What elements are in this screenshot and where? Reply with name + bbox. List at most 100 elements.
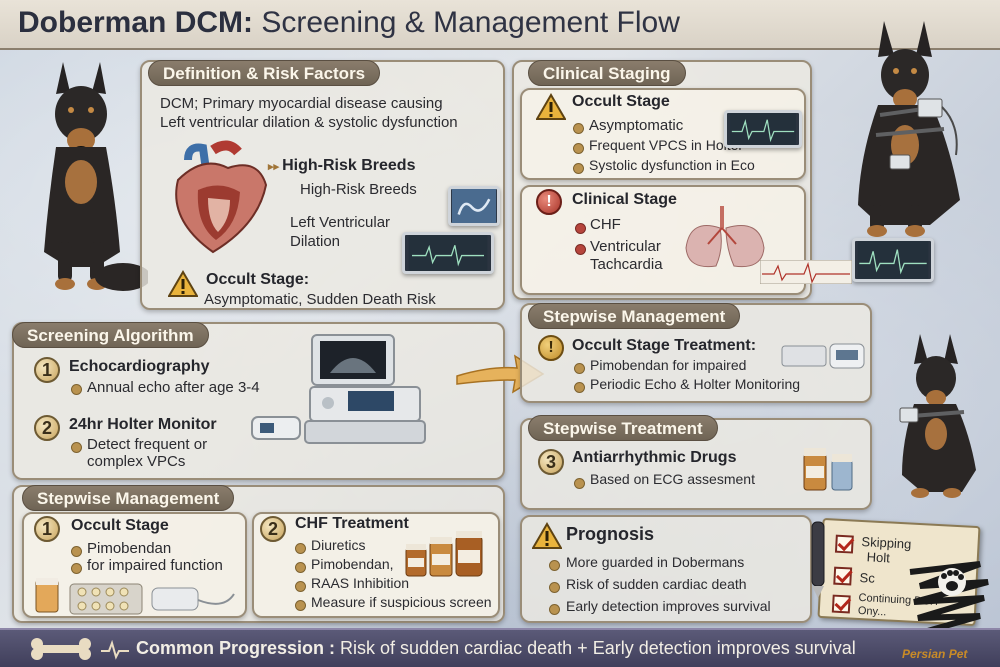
screening-panel (12, 322, 505, 480)
stepwise-management-right-header: Stepwise Management (528, 303, 741, 329)
footer-body: Risk of sudden cardiac death + Early det… (335, 638, 856, 658)
checklist-line-5: Ony... (857, 604, 887, 619)
staging-occult-heading: Occult Stage (572, 93, 670, 110)
prognosis-item-2: Risk of sudden cardiac death (566, 576, 747, 592)
step-number-badge: 1 (34, 357, 60, 383)
watermark-scribble-logo (909, 561, 989, 635)
alert-circle-icon: ! (536, 189, 562, 215)
occult-treatment-item-2: Periodic Echo & Holter Monitoring (590, 376, 801, 392)
step-number-badge: 2 (34, 415, 60, 441)
bullet-dot (72, 564, 81, 573)
pimobendan-item-line-2: for impaired function (87, 557, 223, 574)
stepwise-treatment-header: Stepwise Treatment (528, 415, 718, 441)
occult-treatment-heading: Occult Stage Treatment: (572, 337, 757, 354)
occult-stage-heading: Occult Stage: (206, 271, 310, 288)
echocardiography-heading: Echocardiography (69, 358, 210, 375)
footer-text: Common Progression : Risk of sudden card… (136, 638, 856, 659)
clinical-staging-header: Clinical Staging (528, 60, 686, 86)
footer-bar: Common Progression : Risk of sudden card… (0, 628, 1000, 667)
chf-treatment-heading: CHF Treatment (295, 515, 409, 532)
watermark-text: Persian Pet (902, 647, 968, 661)
bullet-dot (574, 144, 583, 153)
bullet-dot (296, 582, 305, 591)
ultrasound-machine-illustration (251, 334, 426, 444)
antiarrhythmic-heading: Antiarrhythmic Drugs (572, 449, 737, 466)
doberman-harness-illustration (899, 334, 976, 498)
step-number-badge: 3 (538, 449, 564, 475)
antiarrhythmic-item: Based on ECG assesment (590, 471, 755, 487)
bullet-dot (575, 383, 584, 392)
bullet-dot (574, 164, 583, 173)
bullet-dot (575, 479, 584, 488)
chf-item-3: RAAS Inhibition (311, 575, 410, 591)
checkbox-checked-icon (834, 534, 854, 554)
footer-separator: : (329, 638, 336, 658)
checklist-line-2: Holt (866, 549, 891, 566)
stepwise-management-left-header: Stepwise Management (22, 485, 235, 511)
occult-stage-sub: Asymptomatic, Sudden Death Risk (204, 291, 436, 308)
bullet-dot (72, 547, 81, 556)
chevron-right-icon: ▸▸ (268, 161, 283, 173)
page-title: Doberman DCM: Screening & Management Flo… (18, 6, 680, 40)
high-risk-breeds-sub: High-Risk Breeds (300, 181, 417, 198)
step-number-badge: 2 (260, 516, 286, 542)
lungs-illustration (685, 206, 765, 268)
staging-occult-item-2: Frequent VPCS in Holter (589, 137, 744, 153)
bullet-dot (72, 385, 81, 394)
bullet-dot (550, 583, 559, 592)
high-risk-breeds-heading-text: High-Risk Breeds (282, 157, 416, 174)
definition-line-1: DCM; Primary myocardial disease causing (160, 95, 443, 112)
clinical-stage-heading: Clinical Stage (572, 191, 677, 208)
holter-ecg-screen (724, 110, 802, 148)
warning-triangle-icon (536, 93, 566, 120)
bullet-dot (296, 601, 305, 610)
pimobendan-item-line-1: Pimobendan (87, 540, 172, 557)
pill-pack-illustration (781, 343, 865, 369)
page-title-bold: Doberman DCM: (18, 6, 254, 39)
page-title-rest: Screening & Management Flow (253, 6, 680, 39)
title-bar: Doberman DCM: Screening & Management Flo… (0, 0, 1000, 50)
occult-stage-mgmt-heading: Occult Stage (71, 517, 169, 534)
definition-panel-header: Definition & Risk Factors (148, 60, 381, 86)
medicine-bottles-illustration (405, 531, 483, 577)
drug-vials-illustration (803, 448, 853, 491)
occult-treatment-item-1: Pimobendan for impaired (590, 357, 747, 373)
bullet-dot (72, 443, 81, 452)
prognosis-item-3: Early detection improves survival (566, 598, 771, 614)
holter-item-line-1: Detect frequent or (87, 436, 208, 453)
xray-screen (448, 186, 500, 226)
checkbox-checked-icon (831, 594, 851, 614)
bullet-dot (576, 224, 585, 233)
staging-occult-item-3: Systolic dysfunction in Eco (589, 157, 755, 173)
bullet-dot (575, 364, 584, 373)
chf-item-2: Pimobendan, (311, 556, 394, 572)
doberman-holter-vest-illustration (858, 21, 960, 237)
heart-illustration (175, 140, 268, 254)
holter-monitor-heading: 24hr Holter Monitor (69, 416, 217, 433)
warning-triangle-icon (168, 270, 198, 297)
ecg-monitor-medium (852, 238, 934, 282)
pill-blister-illustration (35, 578, 235, 615)
bullet-dot (296, 563, 305, 572)
warning-triangle-icon (532, 522, 562, 549)
prognosis-panel (520, 515, 812, 623)
checklist-line-3: Sc (859, 569, 876, 586)
bullet-dot (296, 544, 305, 553)
prognosis-heading: Prognosis (566, 524, 655, 544)
clinical-item-1: CHF (590, 216, 621, 233)
doberman-sitting-illustration (44, 62, 148, 291)
step-number-badge: 1 (34, 516, 60, 542)
bone-icon (31, 638, 91, 660)
ecg-strip-paper (760, 260, 852, 284)
heartbeat-pulse-icon (101, 640, 129, 660)
ecg-monitor-small (402, 232, 494, 274)
definition-line-2: Left ventricular dilation & systolic dys… (160, 114, 458, 131)
high-risk-breeds-heading: ▸▸ High-Risk Breeds (268, 157, 415, 175)
warning-circle-icon: ! (538, 335, 564, 361)
checkbox-checked-icon (833, 566, 853, 586)
prognosis-item-1: More guarded in Dobermans (566, 554, 745, 570)
bullet-dot (550, 605, 559, 614)
screening-panel-header: Screening Algorithm (12, 322, 209, 348)
bullet-dot (550, 561, 559, 570)
bullet-dot (574, 124, 583, 133)
